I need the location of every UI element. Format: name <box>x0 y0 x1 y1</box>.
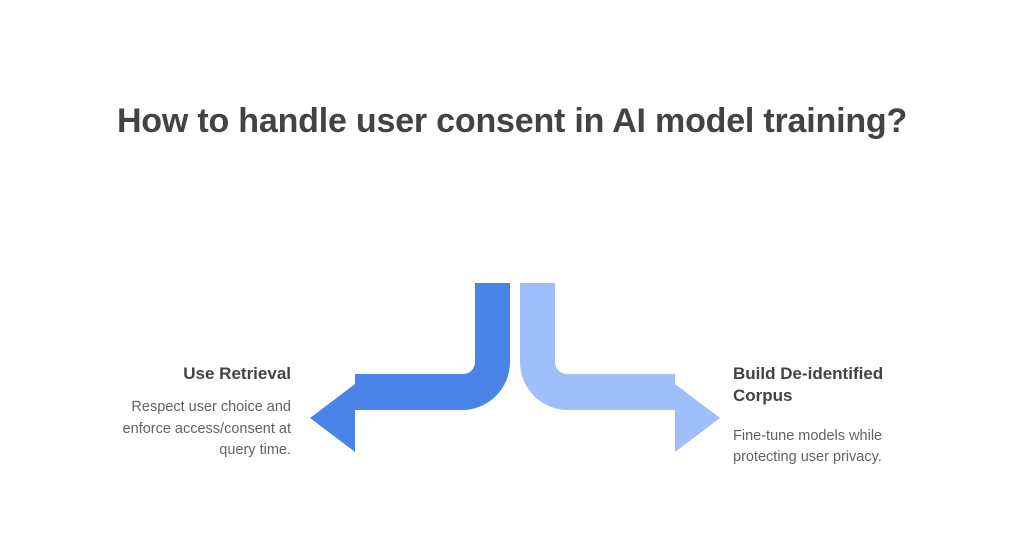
left-branch-arrow <box>310 283 510 452</box>
branch-left: Use Retrieval Respect user choice and en… <box>91 363 291 461</box>
split-arrow-diagram <box>295 270 735 470</box>
branch-right: Build De-identified Corpus Fine-tune mod… <box>733 363 933 468</box>
branch-left-body: Respect user choice and enforce access/c… <box>122 399 291 458</box>
right-branch-arrow-shape <box>520 283 720 452</box>
left-branch-arrow-shape <box>310 283 510 452</box>
page-title: How to handle user consent in AI model t… <box>116 101 908 140</box>
branch-left-heading: Use Retrieval <box>183 364 291 383</box>
right-branch-arrow <box>520 283 720 452</box>
branch-right-heading: Build De-identified Corpus <box>733 364 884 406</box>
branch-right-body: Fine-tune models while protecting user p… <box>733 427 883 466</box>
